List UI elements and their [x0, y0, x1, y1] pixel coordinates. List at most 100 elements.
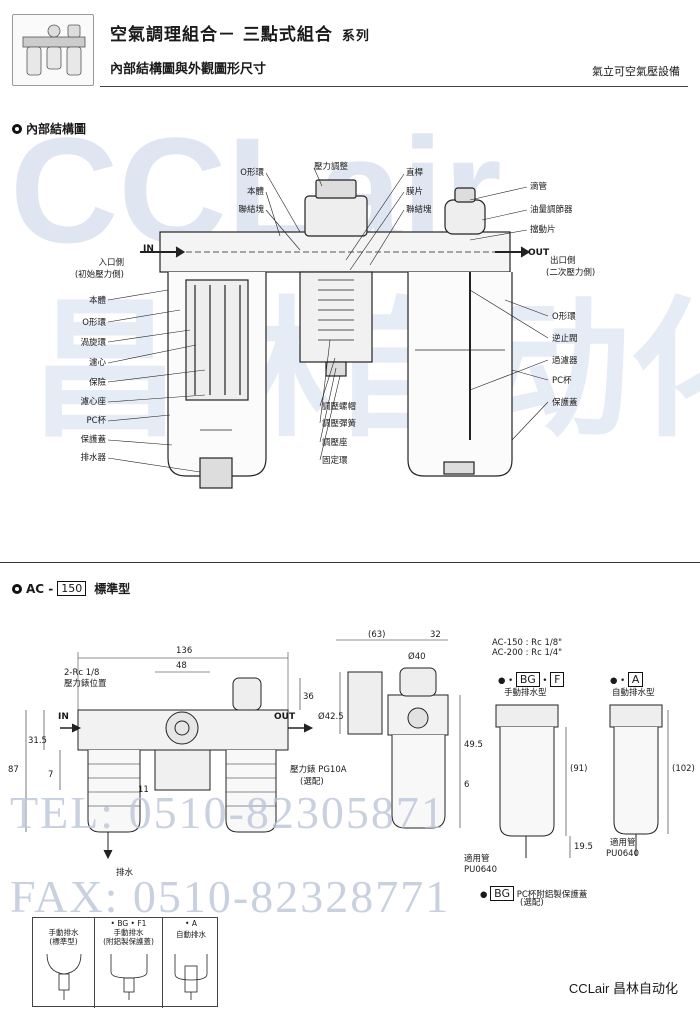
- dim-31-5: 31.5: [28, 736, 47, 746]
- legend-col3-code: • A: [185, 919, 197, 928]
- label-tube-manual: 適用管: [464, 854, 490, 864]
- legend-col1-title: 手動排水: [48, 928, 79, 937]
- internal-structure-diagram: [107, 167, 549, 489]
- label-tube-auto-code: PU0640: [606, 849, 639, 859]
- legend-col2-title: 手動排水: [113, 928, 144, 937]
- dimension-drawing: [25, 639, 669, 860]
- label-connector-center: 聯結塊: [406, 205, 432, 215]
- unit-thumbnail-icon: [22, 24, 86, 76]
- section2-model-box: 150: [57, 581, 87, 596]
- label-left-element: 濾心: [88, 358, 106, 368]
- legend-col2-sub: (附鋁製保護蓋): [103, 937, 154, 946]
- label-tube-manual-code: PU0640: [464, 865, 497, 875]
- page-title-series: 系列: [341, 29, 370, 44]
- label-in-flow: IN: [143, 244, 154, 254]
- auto-drain-icon: [174, 954, 208, 1000]
- note-ac200: AC-200 : Rc 1/4": [492, 648, 563, 658]
- drain-type-legend: 手動排水 (標準型) • BG • F1 手動排水 (附鋁製保護蓋) • A 自…: [32, 917, 219, 1008]
- dim-102: (102): [672, 764, 695, 774]
- label-auto-drain-type: 自動排水型: [612, 688, 655, 698]
- dim-7: 7: [48, 770, 54, 780]
- label-left-element-seat: 濾心座: [80, 397, 106, 407]
- dim-91: (91): [570, 764, 588, 774]
- header-rule: [100, 86, 688, 87]
- label-retaining-ring: 固定環: [322, 456, 348, 466]
- label-connector-top: 聯結塊: [238, 205, 264, 215]
- label-drip-tube: 滴管: [530, 182, 548, 192]
- label-gauge-optional: (選配): [300, 777, 324, 787]
- label-left-pc-bowl: PC杯: [86, 416, 106, 426]
- label-oil-adjuster: 油量調節器: [530, 205, 573, 215]
- dim-mid: 48: [176, 661, 187, 671]
- note-bg-option: ● BG PC杯附鋁製保護蓋: [480, 886, 588, 901]
- code-f-box: F: [550, 672, 565, 687]
- label-drain-arrow: 排水: [116, 868, 134, 878]
- code-a-box: A: [627, 672, 644, 687]
- label-diaphragm: 膜片: [406, 187, 424, 197]
- label-inlet-side-sub: (初始壓力側): [74, 270, 124, 280]
- note-bg-box: BG: [490, 886, 515, 901]
- section-structure-title: 內部結構圖: [12, 120, 86, 137]
- page-title: 空氣調理組合－ 三點式組合 系列: [110, 20, 370, 45]
- manual-drain-icon: [46, 953, 82, 1000]
- label-o-ring-top: O形環: [240, 168, 264, 178]
- dim-19-5: 19.5: [574, 842, 593, 852]
- label-right-pc-bowl: PC杯: [552, 376, 572, 386]
- dim-out: OUT: [274, 712, 296, 722]
- label-tube-auto: 適用管: [610, 838, 636, 848]
- section2-title: 標準型: [94, 582, 131, 596]
- label-right-bowl-guard: 保護蓋: [552, 398, 578, 408]
- note-ac150: AC-150 : Rc 1/8": [492, 638, 563, 648]
- section-structure-label: 內部結構圖: [26, 122, 87, 136]
- label-pressure-adjust: 壓力調整: [314, 162, 349, 172]
- code-auto-drain: ● • A: [610, 672, 644, 687]
- code-bg-box: BG: [515, 672, 540, 687]
- dim-49-5: 49.5: [464, 740, 483, 750]
- label-gauge: 壓力錶 PG10A: [290, 765, 347, 775]
- label-left-bowl-guard: 保護蓋: [80, 435, 106, 445]
- section-bullet-icon: [12, 123, 22, 134]
- section-standard-title: AC - 150 標準型: [12, 580, 130, 597]
- note-bg-optional: (選配): [520, 898, 544, 908]
- dim-63: (63): [368, 630, 386, 640]
- footer-brand: CCLair 昌林自动化: [568, 981, 678, 996]
- dim-11: 11: [138, 785, 149, 795]
- label-left-body: 本體: [88, 296, 106, 306]
- label-outlet-side-sub: (二次壓力側): [546, 268, 596, 278]
- dim-width: 136: [176, 646, 193, 656]
- legend-col-bg-f1: • BG • F1 手動排水 (附鋁製保護蓋): [95, 918, 163, 1008]
- product-thumbnail: [12, 14, 94, 86]
- label-body-top: 本體: [246, 187, 264, 197]
- page-subtitle: 內部結構圖與外觀圖形尺寸: [110, 62, 267, 77]
- label-right-filter: 過濾器: [552, 356, 578, 366]
- company-name: 氣立可空氣壓設備: [592, 65, 680, 78]
- dim-6: 6: [464, 780, 470, 790]
- label-adjust-seat: 調壓座: [322, 438, 348, 448]
- dim-port: 2-Rc 1/8: [64, 668, 100, 678]
- code-manual-drain: ● • BG • F: [498, 672, 565, 687]
- legend-col2-code: • BG • F1: [110, 919, 147, 928]
- label-outlet-side: 出口側: [550, 256, 576, 266]
- label-right-o-ring: O形環: [552, 312, 576, 322]
- label-adjust-nut: 調壓螺帽: [322, 402, 357, 412]
- dim-port-pos: 壓力錶位置: [64, 679, 107, 689]
- dim-d40: Ø40: [408, 652, 426, 662]
- dim-in: IN: [58, 712, 69, 722]
- legend-col-auto: • A 自動排水: [163, 918, 219, 1008]
- legend-col-manual: 手動排水 (標準型): [33, 918, 95, 1008]
- label-adjust-spring: 調壓彈簧: [322, 419, 357, 429]
- dim-d42-5: Ø42.5: [318, 712, 344, 722]
- label-baffle: 擋動片: [530, 225, 556, 235]
- dim-36: 36: [303, 692, 314, 702]
- dim-32: 32: [430, 630, 441, 640]
- section2-prefix: AC -: [26, 581, 54, 596]
- guard-drain-icon: [110, 954, 148, 1000]
- label-right-check-valve: 逆止閥: [552, 334, 578, 344]
- label-left-o-ring: O形環: [82, 318, 106, 328]
- page-title-text: 空氣調理組合－ 三點式組合: [110, 25, 333, 45]
- legend-col3-title: 自動排水: [176, 930, 206, 939]
- label-left-swirl-ring: 渦旋環: [80, 338, 106, 348]
- label-out-flow: OUT: [528, 248, 550, 258]
- note-bg-desc: PC杯附鋁製保護蓋: [516, 890, 588, 900]
- dim-87: 87: [8, 765, 19, 775]
